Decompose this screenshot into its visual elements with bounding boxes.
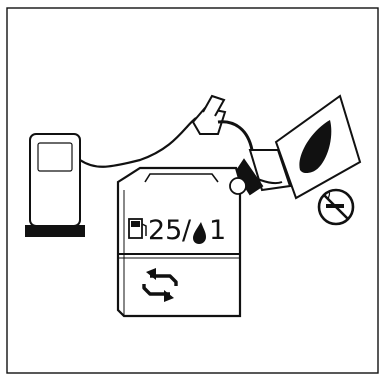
ratio-fuel-parts: 25 xyxy=(148,215,182,246)
ratio-oil-parts: 1 xyxy=(209,215,226,246)
no-smoking-icon xyxy=(319,190,353,224)
mix-cycle-icon xyxy=(142,266,178,302)
fuel-nozzle-icon xyxy=(193,96,252,150)
ratio-separator: / xyxy=(182,215,192,246)
oil-bottle-icon xyxy=(236,96,360,198)
